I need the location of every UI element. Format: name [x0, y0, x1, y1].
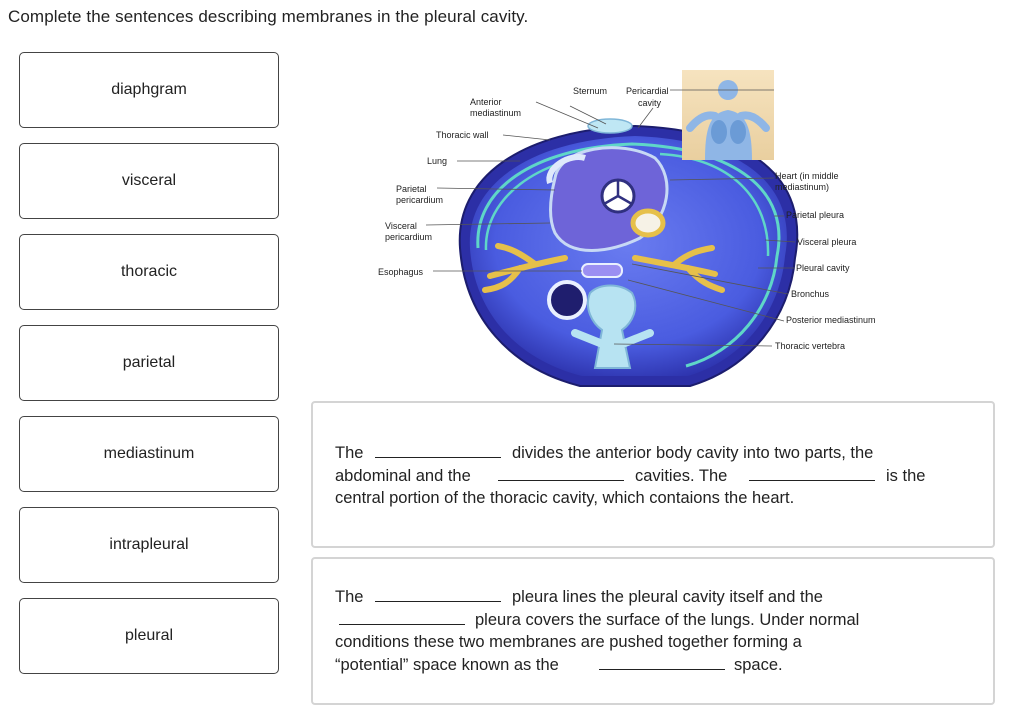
text-abdominal: abdominal and the — [335, 466, 471, 485]
parietal-pleura-line — [476, 142, 781, 368]
label-anterior-mediastinum: Anterior — [470, 97, 502, 107]
word-label: diaphgram — [111, 81, 187, 98]
word-label: thoracic — [120, 263, 178, 280]
thoracic-cross-section-figure: Anterior mediastinum Sternum Pericardial… — [378, 70, 876, 387]
blank-3[interactable] — [749, 479, 875, 481]
label-posterior-mediastinum: Posterior mediastinum — [786, 315, 876, 325]
panel2-line1: The pleura lines the pleural cavity itse… — [335, 586, 971, 609]
word-bank-item-diaphgram[interactable]: diaphgram — [19, 52, 279, 128]
word-label: parietal — [122, 354, 176, 371]
blank-2[interactable] — [498, 479, 624, 481]
label-heart-2: mediastinum) — [775, 182, 829, 192]
text-potential: “potential” space known as the — [335, 655, 559, 674]
label-thoracic-wall: Thoracic wall — [436, 130, 489, 140]
bronchus-right — [632, 245, 725, 293]
panel2-line4: “potential” space known as the space. — [335, 654, 971, 677]
sternum-shape — [587, 118, 633, 134]
text-the: The — [335, 588, 364, 606]
thoracic-vertebra-shape — [586, 284, 637, 369]
blank-4[interactable] — [375, 601, 501, 602]
pulmonary-trunk — [630, 208, 666, 238]
text-pleura-lines: pleura lines the pleural cavity itself a… — [512, 588, 823, 606]
sentence-panel-1: The divides the anterior body cavity int… — [311, 401, 995, 548]
text-cavities: cavities. The — [635, 466, 728, 485]
word-bank-item-visceral[interactable]: visceral — [19, 143, 279, 219]
bronchus-left — [482, 243, 568, 293]
sentence-panel-2: The pleura lines the pleural cavity itse… — [311, 557, 995, 705]
label-lung: Lung — [427, 156, 447, 166]
word-label: intrapleural — [109, 536, 189, 553]
label-heart: Heart (in middle — [775, 171, 839, 181]
text-conditions: conditions these two membranes are pushe… — [335, 633, 802, 651]
text-space: space. — [734, 655, 783, 674]
label-visceral-pericardium-2: pericardium — [385, 232, 432, 242]
question-prompt: Complete the sentences describing membra… — [8, 7, 529, 26]
label-pericardial-cavity: Pericardial — [626, 86, 669, 96]
esophagus-shape — [581, 263, 623, 278]
text-is-the: is the — [886, 466, 926, 485]
label-visceral-pericardium: Visceral — [385, 221, 417, 231]
leader-lines — [425, 101, 796, 347]
word-bank-item-parietal[interactable]: parietal — [19, 325, 279, 401]
blank-6[interactable] — [599, 668, 725, 670]
label-bronchus: Bronchus — [791, 289, 830, 299]
text-central: central portion of the thoracic cavity, … — [335, 489, 795, 507]
word-label: mediastinum — [103, 445, 195, 462]
word-bank-item-pleural[interactable]: pleural — [19, 598, 279, 674]
blank-5[interactable] — [339, 623, 465, 625]
label-parietal-pericardium-2: pericardium — [396, 195, 443, 205]
label-pleural-cavity: Pleural cavity — [796, 263, 850, 273]
text-divides: divides the anterior body cavity into tw… — [512, 444, 874, 462]
label-thoracic-vertebra: Thoracic vertebra — [775, 341, 845, 351]
blank-1[interactable] — [375, 457, 501, 458]
label-anterior-mediastinum-2: mediastinum — [470, 108, 521, 118]
descending-aorta — [547, 280, 587, 320]
panel1-line1: The divides the anterior body cavity int… — [335, 442, 971, 465]
label-pericardial-cavity-2: cavity — [638, 98, 662, 108]
panel2-line3: conditions these two membranes are pushe… — [335, 631, 971, 654]
text-pleura-covers: pleura covers the surface of the lungs. … — [475, 610, 860, 629]
word-label: pleural — [124, 627, 174, 644]
word-bank-item-thoracic[interactable]: thoracic — [19, 234, 279, 310]
text-the: The — [335, 444, 364, 462]
word-bank-item-intrapleural[interactable]: intrapleural — [19, 507, 279, 583]
word-bank-item-mediastinum[interactable]: mediastinum — [19, 416, 279, 492]
word-label: visceral — [121, 172, 177, 189]
panel2-line2: pleura covers the surface of the lungs. … — [335, 609, 971, 632]
panel1-line2: abdominal and the cavities. The is the — [335, 465, 971, 488]
label-parietal-pericardium: Parietal — [396, 184, 427, 194]
label-parietal-pleura: Parietal pleura — [786, 210, 844, 220]
panel1-line3: central portion of the thoracic cavity, … — [335, 487, 971, 510]
label-sternum: Sternum — [573, 86, 607, 96]
label-esophagus: Esophagus — [378, 267, 424, 277]
label-visceral-pleura: Visceral pleura — [797, 237, 856, 247]
